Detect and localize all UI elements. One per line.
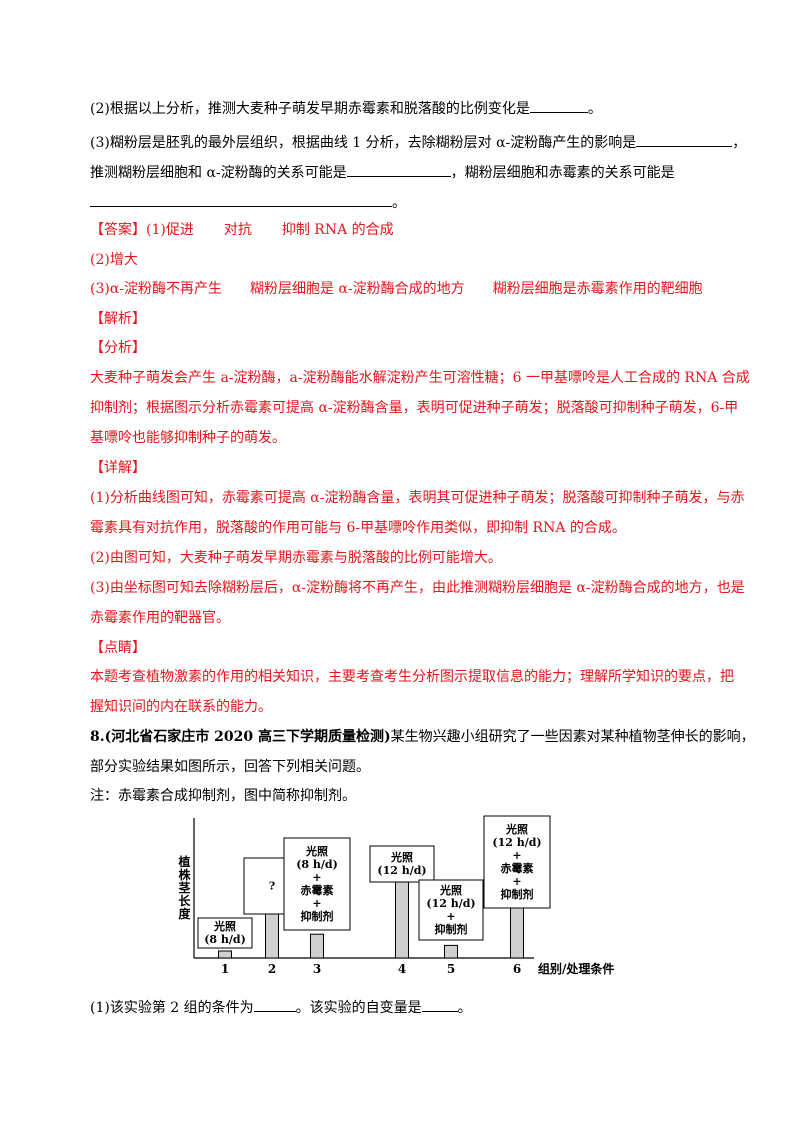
condition-box <box>197 917 253 949</box>
answer-label: 【答案】 <box>90 222 146 238</box>
detail-2: (2)由图可知，大麦种子萌发早期赤霉素与脱落酸的比例可能增大。 <box>90 550 502 566</box>
question-8-line-1: 8.(河北省石家庄市 2020 高三下学期质量检测)某生物兴趣小组研究了一些因素… <box>90 727 755 747</box>
question-stem-1: 某生物兴趣小组研究了一些因素对某种植物茎伸长的影响， <box>390 729 755 745</box>
condition-label: 抑制剂 <box>501 887 534 901</box>
detail-label: 【详解】 <box>90 460 146 476</box>
analysis-sub-label: 【分析】 <box>90 340 146 356</box>
answer-3b: 糊粉层细胞是 α-淀粉酶合成的地方 <box>250 281 465 297</box>
punct: ， <box>732 135 747 151</box>
answer-line-1: 【答案】(1)促进 对抗 抑制 RNA 的合成 <box>90 220 394 240</box>
sub-question-text-2: 。该实验的自变量是 <box>295 1000 422 1016</box>
condition-label: 光照 <box>305 844 328 858</box>
answer-1b: 对抗 <box>223 222 252 238</box>
condition-label: + <box>312 871 321 884</box>
condition-label: (8 h/d) <box>296 858 338 871</box>
condition-label: 抑制剂 <box>435 922 468 936</box>
detail-1a: (1)分析曲线图可知，赤霉素可提高 α-淀粉酶含量，表明其可促进种子萌发；脱落酸… <box>90 490 745 506</box>
analysis-paragraph-1: 大麦种子萌发会产生 a-淀粉酶，a-淀粉酶能水解淀粉产生可溶性糖；6 一甲基嘌呤… <box>90 370 750 386</box>
answer-blank <box>346 162 451 177</box>
condition-label: + <box>512 875 521 888</box>
analysis-label: 【解析】 <box>90 311 146 327</box>
condition-label: 光照 <box>505 822 528 836</box>
answer-blank <box>90 192 392 207</box>
x-tick-label: 2 <box>268 962 276 976</box>
condition-box <box>483 815 551 909</box>
answer-3c: 糊粉层细胞是赤霉素作用的靶细胞 <box>492 281 703 297</box>
y-axis-label: 植株茎长度 <box>177 854 191 920</box>
condition-label: ? <box>269 880 275 893</box>
answer-line-3: (3)α-淀粉酶不再产生 糊粉层细胞是 α-淀粉酶合成的地方 糊粉层细胞是赤霉素作用… <box>90 279 703 299</box>
bar-5 <box>444 944 458 959</box>
question-3-text-2: 推测糊粉层细胞和 α-淀粉酶的关系可能是 <box>90 165 347 181</box>
question-stem-2: 部分实验结果如图所示，回答下列相关问题。 <box>90 759 370 775</box>
condition-label: + <box>312 897 321 910</box>
analysis-paragraph-2: 抑制剂；根据图示分析赤霉素可提高 α-淀粉酶含量，表明可促进种子萌发；脱落酸可抑… <box>90 400 739 416</box>
x-axis-label: 组别/处理条件 <box>538 961 614 976</box>
comment-label: 【点睛】 <box>90 640 146 656</box>
x-tick-label: 5 <box>447 962 455 976</box>
condition-label: 赤霉素 <box>501 861 534 875</box>
condition-box <box>369 845 435 883</box>
question-note: 注：赤霉素合成抑制剂，图中简称抑制剂。 <box>90 788 356 804</box>
condition-box <box>418 879 484 941</box>
condition-label: 抑制剂 <box>301 909 334 923</box>
comment-1: 本题考查植物激素的作用的相关知识，主要考查考生分析图示提取信息的能力；理解所学知… <box>90 669 734 685</box>
question-2-text: (2)根据以上分析，推测大麦种子萌发早期赤霉素和脱落酸的比例变化是 <box>90 101 530 117</box>
answer-blank <box>636 132 733 147</box>
question-3-text: (3)糊粉层是胚乳的最外层组织，根据曲线 1 分析，去除糊粉层对 α-淀粉酶产生… <box>90 135 637 151</box>
x-tick-label: 3 <box>313 962 321 976</box>
bar-2 <box>265 909 279 959</box>
detail-3a: (3)由坐标图可知去除糊粉层后，α-淀粉酶将不再产生，由此推测糊粉层细胞是 α-… <box>90 580 745 596</box>
punct: 。 <box>392 195 406 211</box>
question-3-line-1: (3)糊粉层是胚乳的最外层组织，根据曲线 1 分析，去除糊粉层对 α-淀粉酶产生… <box>90 132 746 153</box>
bar-1 <box>218 950 232 959</box>
condition-label: 光照 <box>390 850 413 864</box>
answer-2: (2)增大 <box>90 252 138 268</box>
question-8-sub-1: (1)该实验第 2 组的条件为 。该实验的自变量是 。 <box>90 997 472 1018</box>
sub-question-text: (1)该实验第 2 组的条件为 <box>90 1000 254 1016</box>
answer-blank <box>529 98 588 113</box>
answer-line-2: (2)增大 <box>90 250 138 270</box>
condition-label: (8 h/d) <box>204 933 246 946</box>
detail-3b: 赤霉素作用的靶器官。 <box>90 610 230 626</box>
x-tick-label: 6 <box>513 962 521 976</box>
answer-blank <box>253 997 296 1012</box>
question-source: (河北省石家庄市 2020 高三下学期质量检测) <box>104 729 391 745</box>
condition-label: (12 h/d) <box>377 864 426 877</box>
condition-box <box>283 837 351 931</box>
condition-label: 光照 <box>439 883 462 897</box>
question-3-line-3: 。 <box>90 192 406 213</box>
x-tick-label: 4 <box>398 962 406 976</box>
condition-label: + <box>446 910 455 923</box>
answer-1c: 抑制 RNA 的合成 <box>281 222 394 238</box>
comment-2: 握知识间的内在联系的能力。 <box>90 699 272 715</box>
answer-3a: (3)α-淀粉酶不再产生 <box>90 281 223 297</box>
condition-label: 光照 <box>213 919 236 933</box>
bar-3 <box>310 933 324 959</box>
condition-label: (12 h/d) <box>426 897 475 910</box>
question-3-text-3: ，糊粉层细胞和赤霉素的关系可能是 <box>450 165 675 181</box>
punct: 。 <box>587 101 602 117</box>
answer-blank <box>421 997 458 1012</box>
analysis-paragraph-3: 基嘌呤也能够抑制种子的萌发。 <box>90 430 286 446</box>
condition-label: + <box>512 849 521 862</box>
detail-1b: 霉素具有对抗作用，脱落酸的作用可能与 6-甲基嘌呤作用类似，即抑制 RNA 的合… <box>90 520 626 536</box>
condition-label: (12 h/d) <box>492 836 541 849</box>
answer-1: (1)促进 <box>146 222 194 238</box>
question-number: 8. <box>90 729 105 745</box>
punct: 。 <box>457 1000 472 1016</box>
condition-label: 赤霉素 <box>301 883 334 897</box>
question-2-line: (2)根据以上分析，推测大麦种子萌发早期赤霉素和脱落酸的比例变化是 。 <box>90 98 602 119</box>
question-3-line-2: 推测糊粉层细胞和 α-淀粉酶的关系可能是 ，糊粉层细胞和赤霉素的关系可能是 <box>90 162 675 183</box>
x-tick-label: 1 <box>221 962 229 976</box>
